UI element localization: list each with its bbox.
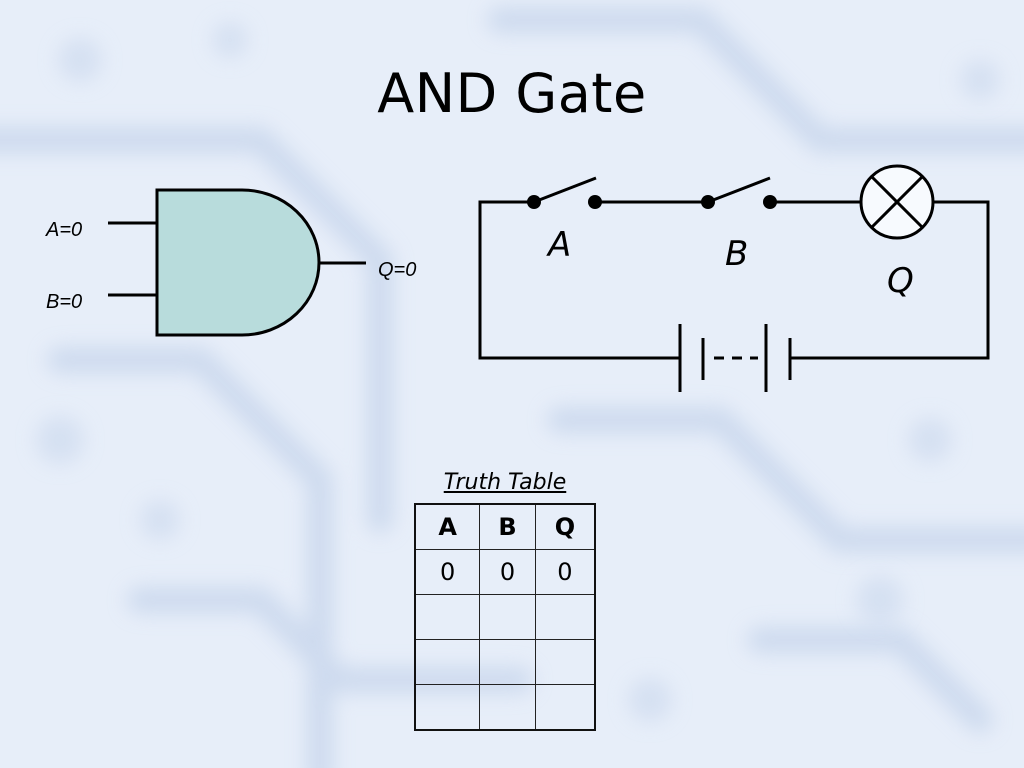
series-circuit [478,176,990,392]
switch-a-lever [533,176,597,204]
switch-b-contact-right [763,195,777,209]
gate-output-label: Q=0 [378,259,416,281]
truth-table-cell [534,594,596,640]
circuit-wire-right [790,200,990,360]
lamp-label: Q [887,261,914,301]
and-gate-body [155,188,321,337]
switch-contacts [527,195,777,209]
truth-table-header-b: B [479,503,536,550]
switch-a-contact-right [588,195,602,209]
switch-a-contact-left [527,195,541,209]
truth-table-cell [534,684,596,731]
truth-table-row: 0 0 0 [414,549,596,595]
truth-table-cell: 0 [479,549,536,595]
truth-table-row [414,684,596,731]
truth-table-cell [479,684,536,731]
truth-table: A B Q 0 0 0 [414,503,596,731]
truth-table-row [414,594,596,640]
gate-input-b-label: B=0 [46,291,82,313]
truth-table-cell [414,639,481,685]
truth-table-row [414,639,596,685]
truth-table-cell: 0 [534,549,596,595]
truth-table-cell [534,639,596,685]
truth-table-cell [479,639,536,685]
truth-table-caption: Truth Table [443,470,567,495]
truth-table-header-q: Q [534,503,596,550]
truth-table-header-row: A B Q [414,503,596,550]
truth-table-cell [479,594,536,640]
truth-table-cell [414,594,481,640]
slide-title: AND Gate [377,62,647,125]
gate-input-a-label: A=0 [45,219,82,241]
switch-a-label: A [546,225,571,265]
truth-table-cell [414,684,481,731]
truth-table-header-a: A [414,503,481,550]
switch-b-lever [707,176,771,204]
switch-b-label: B [725,234,748,274]
lamp-icon [859,164,935,240]
truth-table-cell: 0 [414,549,481,595]
and-gate-symbol [108,188,366,337]
switch-b-contact-left [701,195,715,209]
circuit-wire [478,200,680,360]
